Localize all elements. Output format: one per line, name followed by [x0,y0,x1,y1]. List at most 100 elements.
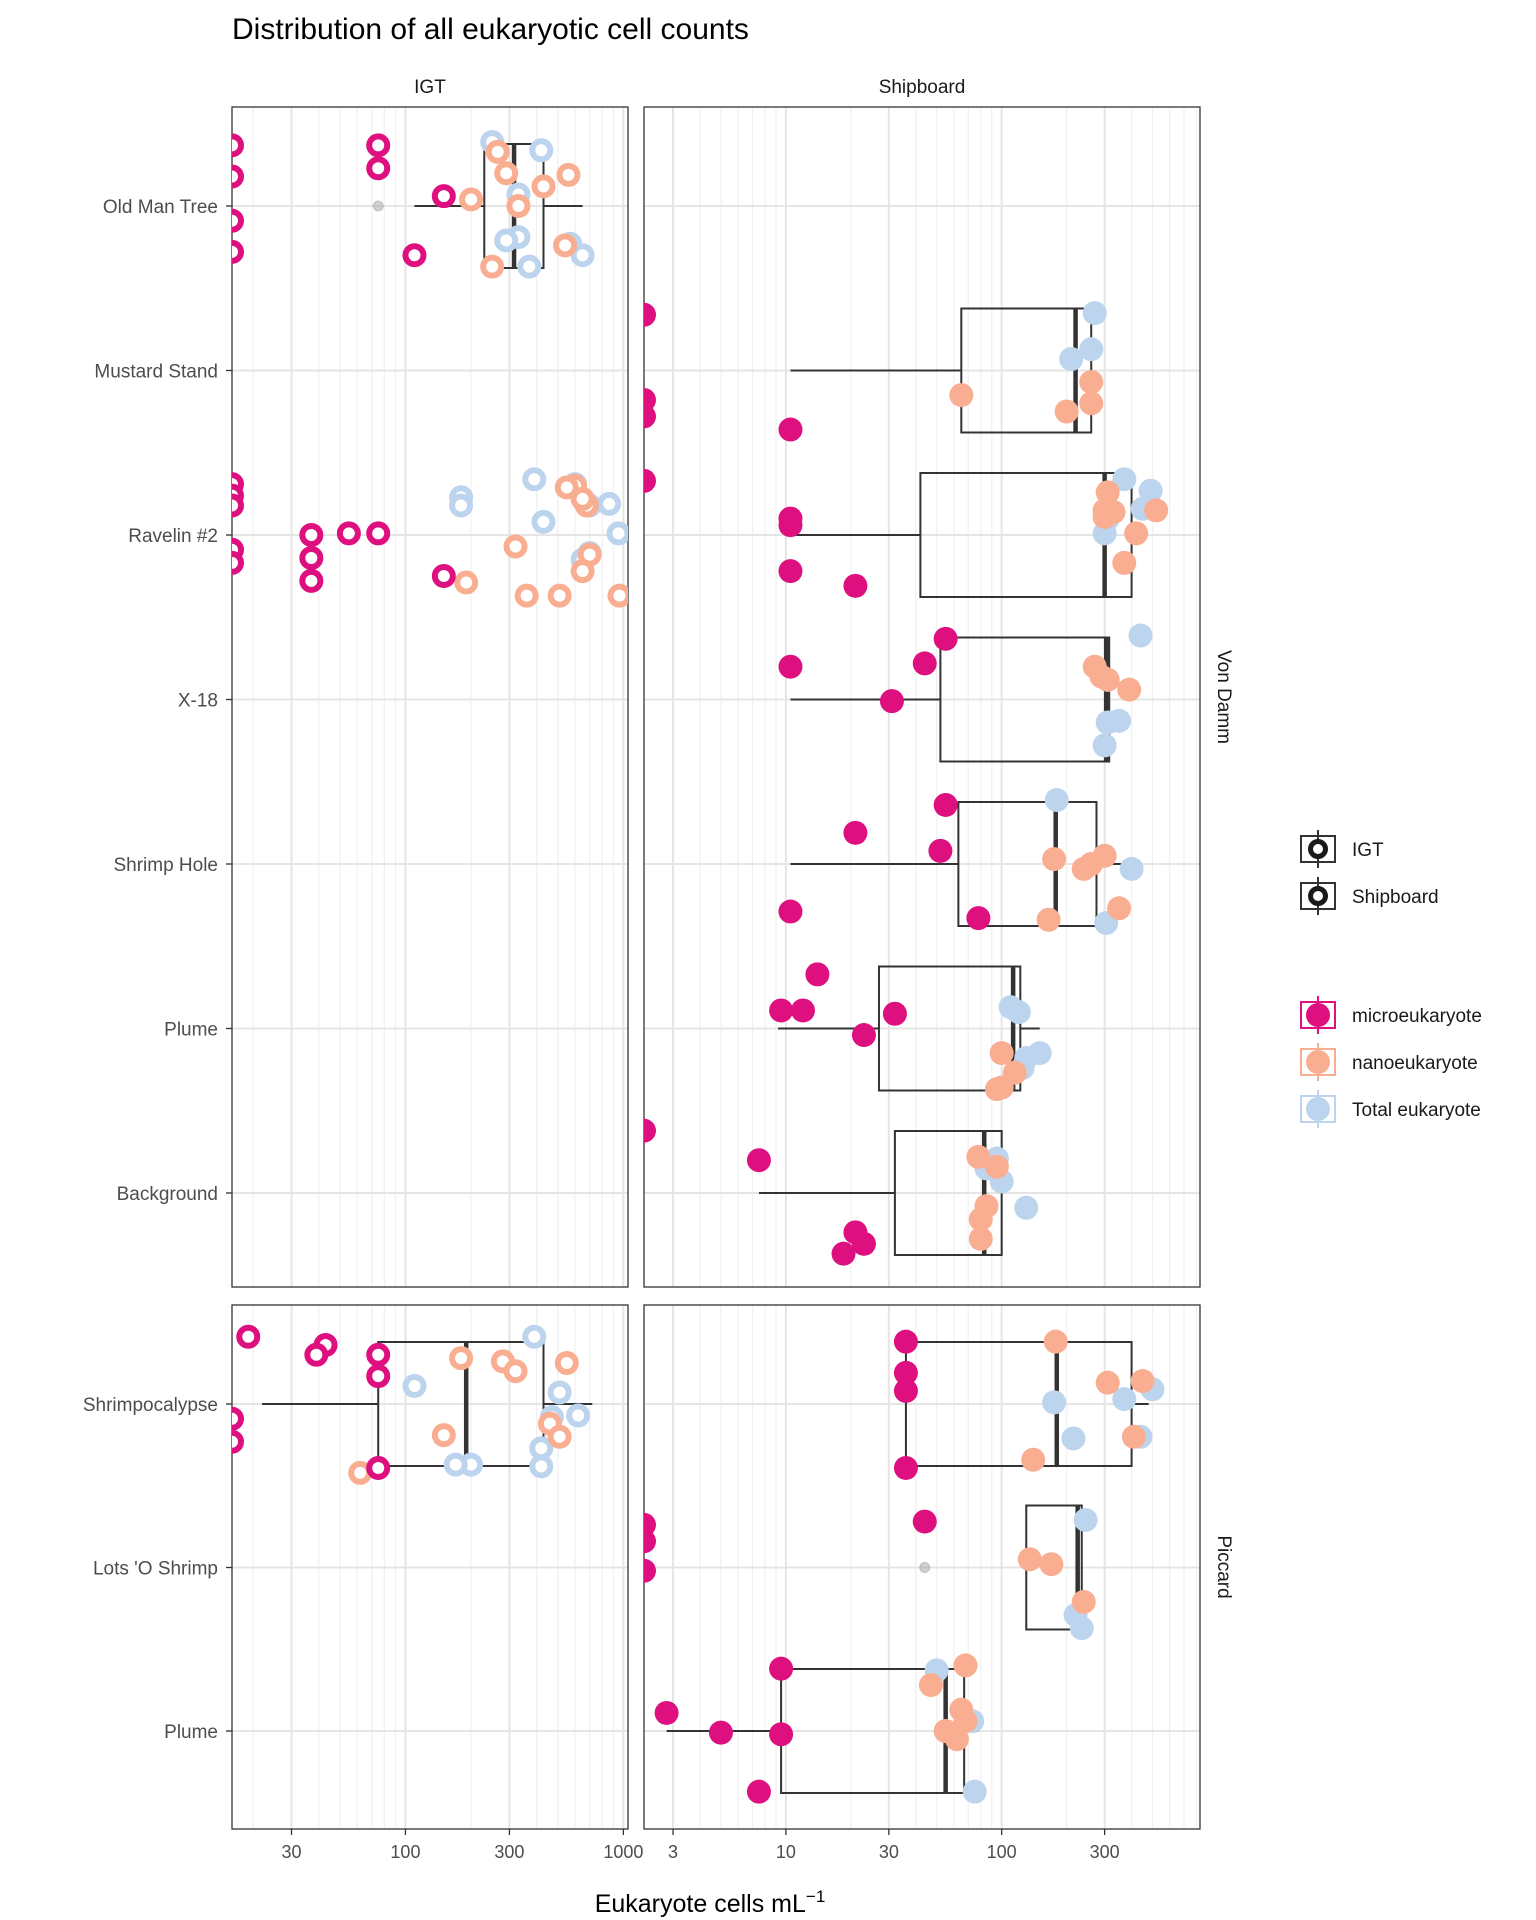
point-nanoeukaryote [531,174,556,199]
point-nanoeukaryote [1095,667,1120,692]
panel-border [231,106,629,1288]
point-microeukaryote [851,1023,876,1048]
point-nanoeukaryote [547,1424,572,1449]
point-total-eukaryote [606,521,628,546]
point-total-eukaryote [1059,347,1084,372]
point-nanoeukaryote [984,1154,1009,1179]
point-nanoeukaryote [503,1359,528,1384]
point-nanoeukaryote [953,1709,978,1734]
point-microeukaryote [644,1118,656,1143]
facet-strip-von-damm: Von Damm [1213,650,1234,744]
point-total-eukaryote [566,1403,591,1428]
panel-igt-von-damm [231,106,629,1288]
legend-label-total-eukaryote: Total eukaryote [1352,1100,1481,1121]
point-microeukaryote [933,626,958,651]
point-total-eukaryote [517,254,542,279]
legend-label-nanoeukaryote: nanoeukaryote [1352,1053,1478,1074]
point-microeukaryote [654,1700,679,1725]
box-iqr [877,965,1022,1092]
point-microeukaryote [644,404,656,429]
point-microeukaryote [708,1720,733,1745]
y-tick-label-plume: Plume [164,1020,218,1041]
point-total-eukaryote [1014,1195,1039,1220]
point-nanoeukaryote [554,475,579,500]
point-microeukaryote [769,1656,794,1681]
point-nanoeukaryote [1092,504,1117,529]
point-total-eukaryote [1006,1000,1031,1025]
point-total-eukaryote [1119,856,1144,881]
point-microeukaryote [893,1378,918,1403]
point-nanoeukaryote [1043,1329,1068,1354]
point-nanoeukaryote [1079,369,1104,394]
point-nanoeukaryote [547,583,572,608]
point-nanoeukaryote [1130,1369,1155,1394]
y-tick-label-lots-o-shrimp: Lots 'O Shrimp [93,1559,218,1580]
y-tick-label-mustard-stand: Mustard Stand [94,362,218,383]
point-total-eukaryote [1073,1507,1098,1532]
point-nanoeukaryote [944,1727,969,1752]
point-microeukaryote [912,1509,937,1534]
point-total-eukaryote [1061,1426,1086,1451]
legend-symbol-open [1308,839,1328,859]
point-nanoeukaryote [506,194,531,218]
legend-label-microeukaryote: microeukaryote [1352,1006,1482,1027]
point-microeukaryote [366,1342,391,1367]
y-tick-label-shrimpocalypse: Shrimpocalypse [83,1395,218,1416]
point-microeukaryote [232,1406,244,1431]
point-microeukaryote [232,208,244,233]
point-nanoeukaryote [968,1207,993,1232]
point-microeukaryote [843,573,868,598]
point-nanoeukaryote [1039,1552,1064,1577]
point-total-eukaryote [1138,478,1163,503]
point-total-eukaryote [1128,623,1153,648]
point-nanoeukaryote [953,1653,978,1678]
panel-igt-piccard [231,1304,629,1830]
legend-key-total-eukaryote [1300,1090,1336,1128]
point-microeukaryote [402,243,427,268]
point-microeukaryote [893,1329,918,1354]
point-microeukaryote [769,998,794,1023]
x-tick-label: 1000 [603,1842,643,1862]
point-nanoeukaryote [570,486,595,511]
point-nanoeukaryote [480,254,505,279]
legend-symbol-microeukaryote [1306,1003,1330,1027]
point-total-eukaryote [547,1380,572,1405]
point-nanoeukaryote [1112,550,1137,575]
point-microeukaryote [232,493,244,518]
point-microeukaryote [928,838,953,863]
point-total-eukaryote [1082,301,1107,326]
x-tick-label: 10 [776,1842,796,1862]
x-tick-label: 300 [1090,1842,1120,1862]
box-outlier [372,200,384,212]
point-microeukaryote [933,792,958,817]
point-total-eukaryote [522,1324,547,1349]
point-total-eukaryote [531,509,556,534]
x-axis-label-text: Eukaryote cells mL [595,1890,806,1918]
point-nanoeukaryote [1121,1424,1146,1449]
point-nanoeukaryote [918,1673,943,1698]
point-nanoeukaryote [454,570,479,595]
point-microeukaryote [644,1529,656,1554]
legend-label-shipboard: Shipboard [1352,887,1439,908]
point-microeukaryote [778,513,803,538]
point-total-eukaryote [597,491,622,516]
point-nanoeukaryote [431,1423,456,1448]
point-microeukaryote [232,550,244,575]
point-microeukaryote [299,545,324,570]
point-nanoeukaryote [570,559,595,584]
x-axis-label-superscript: −1 [806,1887,825,1906]
point-total-eukaryote [1092,733,1117,758]
point-nanoeukaryote [554,1351,579,1375]
point-total-eukaryote [494,228,519,253]
point-total-eukaryote [402,1373,427,1398]
point-microeukaryote [236,1324,261,1349]
box-iqr [939,636,1111,763]
legend-key-microeukaryote [1300,996,1336,1034]
point-microeukaryote [778,654,803,679]
x-tick-label: 30 [281,1842,301,1862]
point-microeukaryote [232,164,244,189]
legend-key-shipboard [1300,877,1336,915]
point-microeukaryote [336,521,361,546]
